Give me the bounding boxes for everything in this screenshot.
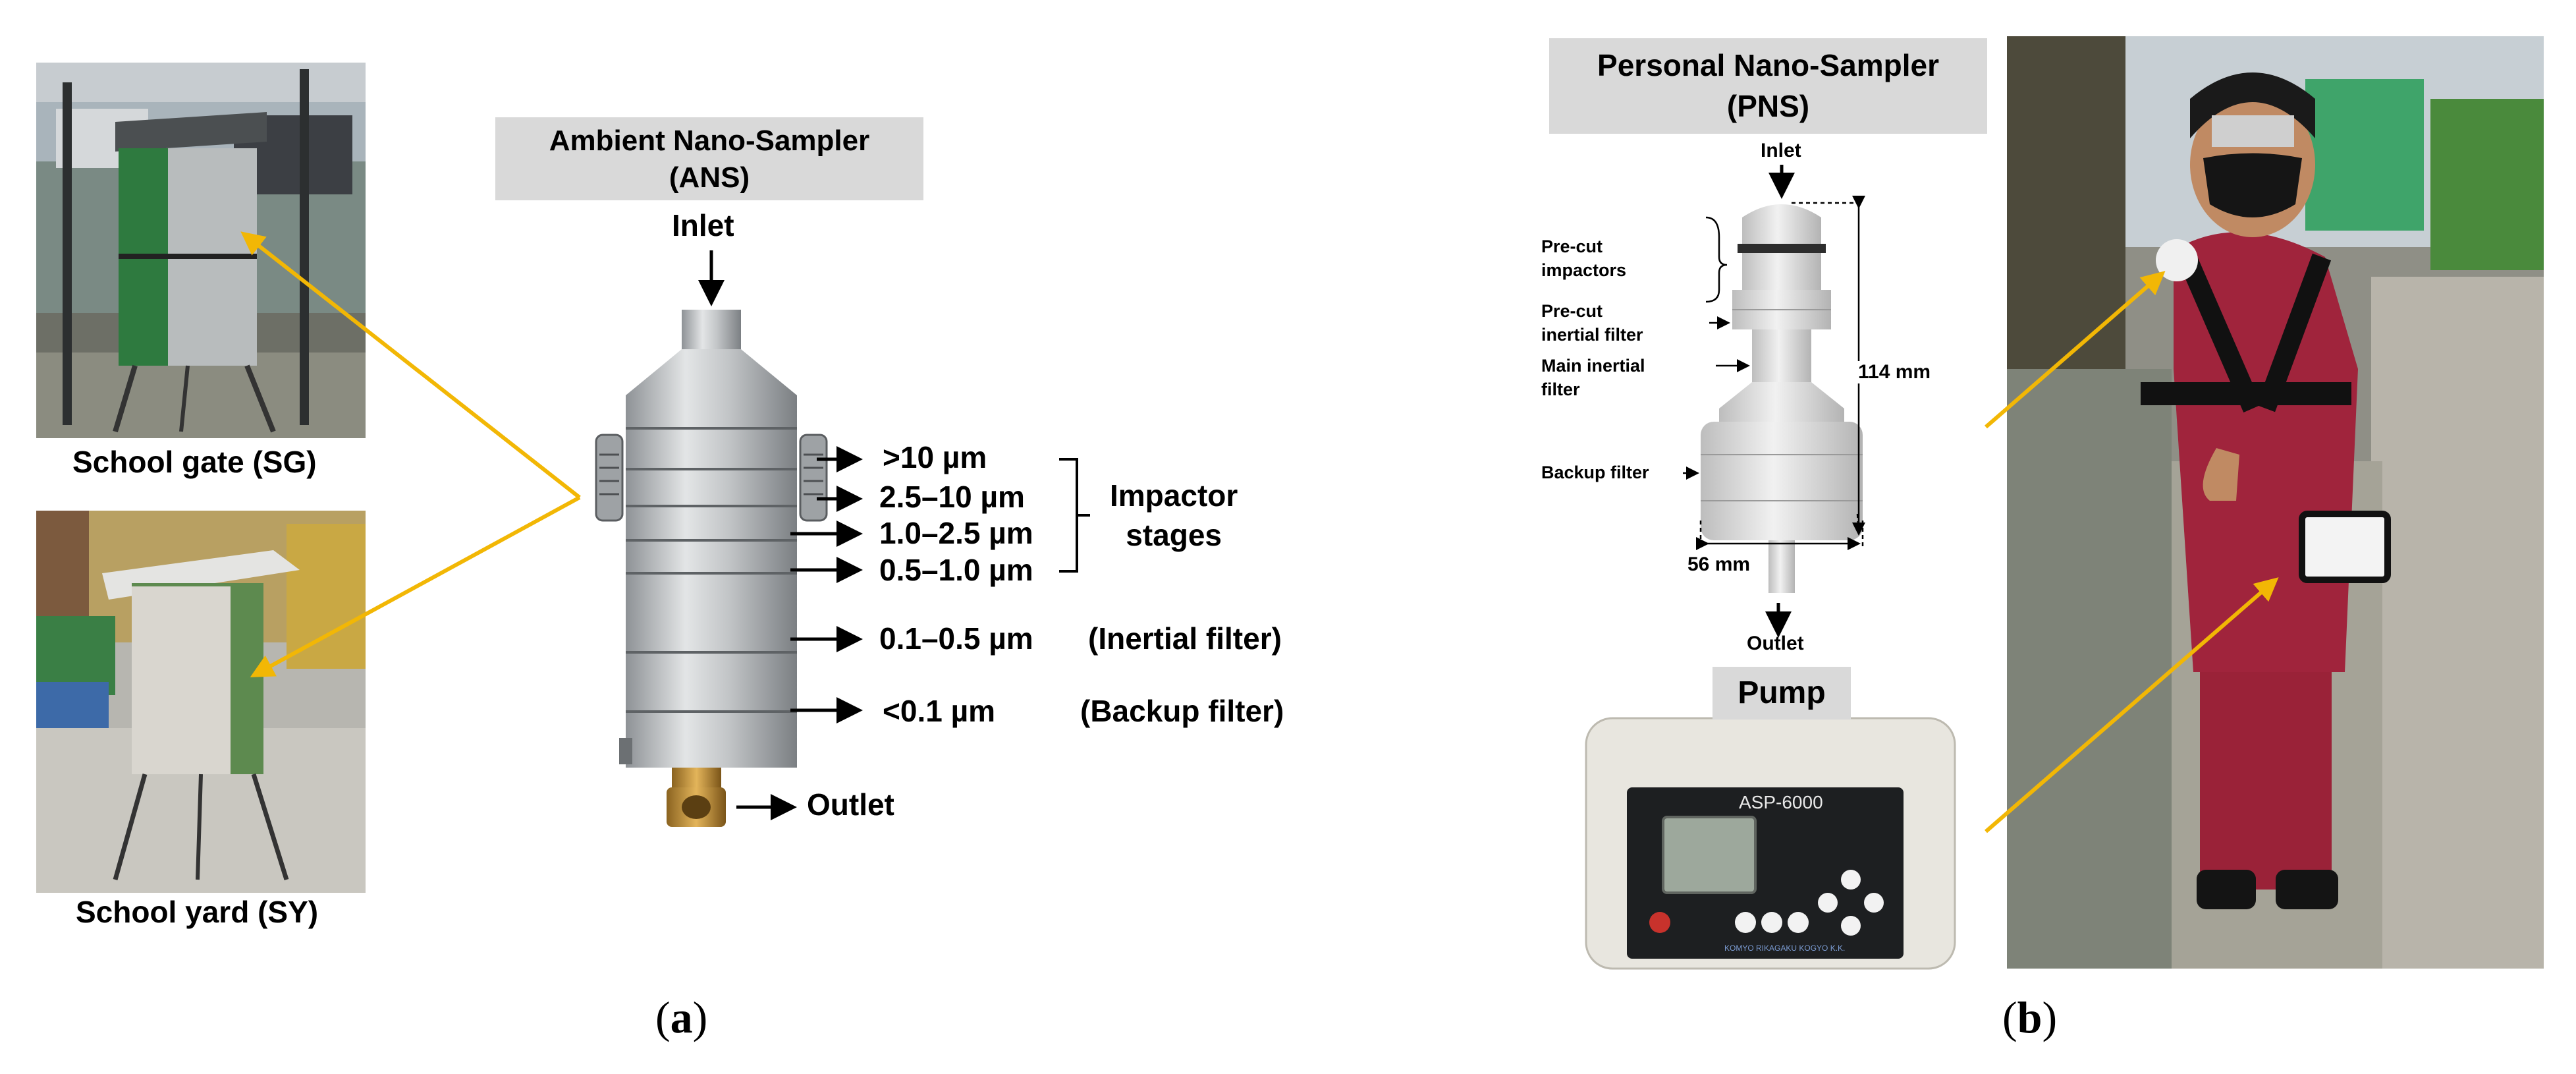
pump-label-box: Pump [1713, 667, 1851, 720]
child-photo [2007, 36, 2544, 969]
school-yard-caption: School yard (SY) [76, 895, 319, 929]
school-gate-photo [36, 63, 366, 438]
pns-title: Personal Nano-Sampler (PNS) [1597, 48, 1939, 123]
pump-label: Pump [1738, 675, 1826, 710]
pns-pointer-arrow [1985, 271, 2166, 429]
part-main-inertial: Main inertial filter [1541, 356, 1645, 399]
part-backup-filter: Backup filter [1541, 463, 1649, 482]
sg-pointer-arrow [240, 231, 581, 499]
inertial-filter-label: (Inertial filter) [1088, 621, 1282, 656]
stage-label-3: 1.0–2.5 µm [879, 516, 1033, 550]
sy-pointer-arrow [250, 495, 581, 677]
pns-title-box: Personal Nano-Sampler (PNS) [1549, 38, 1987, 134]
pns-device [1701, 204, 1863, 593]
part-precut-impactors: Pre-cut impactors [1541, 237, 1627, 280]
stage-label-2: 2.5–10 µm [879, 480, 1025, 514]
panel-b-letter: b [2017, 992, 2042, 1042]
panel-b-caption: (b) [2002, 992, 2058, 1042]
ans-title-box: Ambient Nano-Sampler (ANS) [495, 117, 923, 200]
panel-a-letter: a [670, 992, 693, 1042]
school-yard-photo [36, 511, 366, 893]
impactor-bracket [1059, 458, 1078, 573]
backup-filter-label: (Backup filter) [1080, 694, 1284, 728]
stage-label-4: 0.5–1.0 µm [879, 553, 1033, 587]
ans-outlet-label: Outlet [807, 787, 894, 822]
stage-label-5: 0.1–0.5 µm [879, 621, 1033, 656]
pump-maker-text: KOMYO RIKAGAKU KOGYO K.K. [1724, 944, 1846, 953]
height-dimension: 114 mm [1854, 361, 1935, 383]
stage-label-6: <0.1 µm [883, 694, 995, 728]
pump-model-text: ASP-6000 [1739, 792, 1823, 812]
part-precut-inertial: Pre-cut inertial filter [1541, 301, 1643, 345]
pns-outlet-label: Outlet [1747, 633, 1804, 654]
pump-pointer-arrow [1985, 577, 2279, 834]
stage-label-1: >10 µm [883, 440, 987, 474]
impactor-stages-label: Impactor stages [1110, 478, 1238, 552]
pns-inlet-label: Inlet [1761, 140, 1801, 161]
ans-inlet-label: Inlet [672, 208, 734, 242]
precut-impactor-bracket [1705, 216, 1728, 303]
pump-device [1585, 717, 1956, 970]
school-gate-caption: School gate (SG) [72, 445, 317, 479]
width-dimension: 56 mm [1687, 553, 1751, 575]
panel-a-caption: (a) [655, 992, 708, 1042]
ans-title: Ambient Nano-Sampler (ANS) [549, 125, 870, 194]
